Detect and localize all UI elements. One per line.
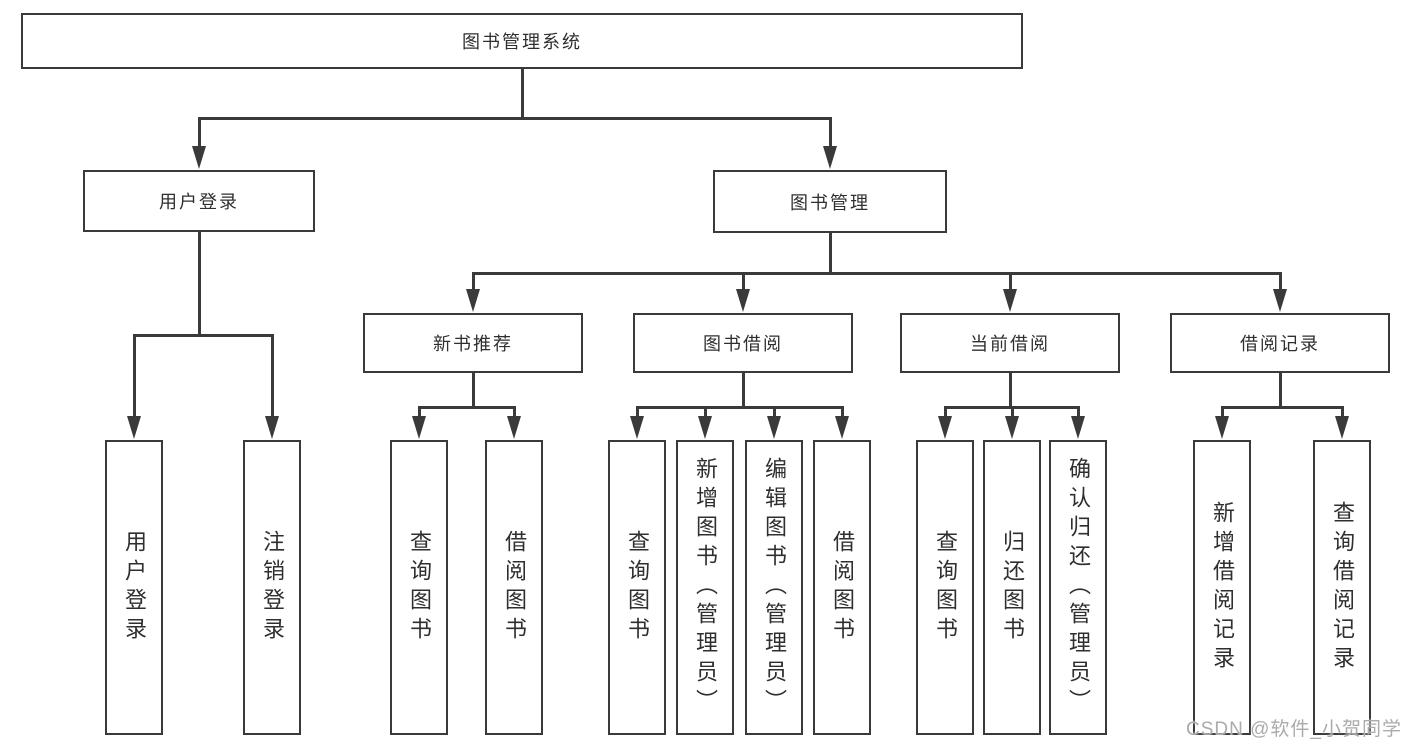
connector-leaf-drop bbox=[944, 407, 947, 417]
node-book-management: 图书管理 bbox=[713, 170, 947, 233]
leaf-query-books-recommend: 查询图书 bbox=[390, 440, 448, 735]
node-user-login-label: 用户登录 bbox=[159, 192, 239, 212]
connector-leaf-drop bbox=[1221, 407, 1224, 417]
arrow-down-icon bbox=[736, 289, 750, 312]
connector-leaf-drop bbox=[418, 407, 421, 417]
node-user-login: 用户登录 bbox=[83, 170, 315, 232]
node-borrow-records: 借阅记录 bbox=[1170, 313, 1390, 373]
node-book-management-label: 图书管理 bbox=[790, 192, 870, 213]
node-root: 图书管理系统 bbox=[21, 13, 1023, 69]
leaf-add-borrow-record: 新增借阅记录 bbox=[1193, 440, 1251, 735]
arrow-down-icon bbox=[1071, 416, 1085, 439]
arrow-down-icon bbox=[1003, 289, 1017, 312]
csdn-watermark: CSDN @软件_小贺同学 bbox=[1186, 719, 1402, 740]
connector-user-login-bar bbox=[133, 334, 274, 337]
leaf-borrow-books-recommend: 借阅图书 bbox=[485, 440, 543, 735]
connector-borrow-records-bar bbox=[1221, 406, 1344, 409]
leaf-query-books-borrow: 查询图书 bbox=[608, 440, 666, 735]
connector-level3-drop bbox=[742, 273, 745, 290]
leaf-query-books-current: 查询图书 bbox=[916, 440, 974, 735]
leaf-borrow-book: 借阅图书 bbox=[813, 440, 871, 735]
node-book-borrow-label: 图书借阅 bbox=[703, 334, 783, 354]
leaf-add-book-admin: 新增图书（管理员） bbox=[676, 440, 734, 735]
node-current-borrow-label: 当前借阅 bbox=[970, 334, 1050, 354]
connector-leaf-drop bbox=[1341, 407, 1344, 417]
leaf-query-books-borrow-label: 查询图书 bbox=[625, 529, 650, 646]
arrow-down-icon bbox=[265, 416, 279, 439]
connector-leaf-drop bbox=[133, 335, 136, 417]
leaf-query-books-current-label: 查询图书 bbox=[933, 529, 958, 646]
arrow-down-icon bbox=[630, 416, 644, 439]
leaf-logout-login-label: 注销登录 bbox=[260, 529, 285, 646]
connector-leaf-drop bbox=[1077, 407, 1080, 417]
arrow-down-icon bbox=[698, 416, 712, 439]
connector-user-login-stem bbox=[198, 232, 201, 335]
connector-new-books-bar bbox=[418, 406, 516, 409]
connector-leaf-drop bbox=[773, 407, 776, 417]
arrow-down-icon bbox=[1215, 416, 1229, 439]
connector-level2-bar bbox=[198, 117, 832, 120]
leaf-edit-book-admin: 编辑图书（管理员） bbox=[745, 440, 803, 735]
leaf-return-book: 归还图书 bbox=[983, 440, 1041, 735]
connector-level3-bar bbox=[472, 272, 1282, 275]
connector-user-login-drop bbox=[198, 118, 201, 148]
arrow-down-icon bbox=[823, 146, 837, 169]
leaf-borrow-books-recommend-label: 借阅图书 bbox=[502, 529, 527, 646]
connector-level3-drop bbox=[1279, 273, 1282, 290]
leaf-query-books-recommend-label: 查询图书 bbox=[407, 529, 432, 646]
node-root-label: 图书管理系统 bbox=[462, 32, 582, 52]
connector-leaf-drop bbox=[513, 407, 516, 417]
arrow-down-icon bbox=[767, 416, 781, 439]
leaf-user-login: 用户登录 bbox=[105, 440, 163, 735]
arrow-down-icon bbox=[1335, 416, 1349, 439]
connector-leaf-drop bbox=[1011, 407, 1014, 417]
connector-current-borrow-stem bbox=[1009, 373, 1012, 407]
leaf-query-borrow-record: 查询借阅记录 bbox=[1313, 440, 1371, 735]
connector-leaf-drop bbox=[271, 335, 274, 417]
leaf-add-book-admin-label: 新增图书（管理员） bbox=[693, 457, 718, 718]
connector-level3-drop bbox=[1009, 273, 1012, 290]
node-current-borrow: 当前借阅 bbox=[900, 313, 1120, 373]
arrow-down-icon bbox=[507, 416, 521, 439]
leaf-borrow-book-label: 借阅图书 bbox=[830, 529, 855, 646]
arrow-down-icon bbox=[192, 146, 206, 169]
connector-book-borrow-bar bbox=[636, 406, 844, 409]
connector-book-management-drop bbox=[829, 118, 832, 148]
connector-leaf-drop bbox=[704, 407, 707, 417]
arrow-down-icon bbox=[412, 416, 426, 439]
connector-book-borrow-stem bbox=[742, 373, 745, 407]
leaf-confirm-return-admin-label: 确认归还（管理员） bbox=[1066, 457, 1091, 718]
arrow-down-icon bbox=[835, 416, 849, 439]
leaf-query-borrow-record-label: 查询借阅记录 bbox=[1330, 500, 1355, 675]
connector-leaf-drop bbox=[636, 407, 639, 417]
leaf-logout-login: 注销登录 bbox=[243, 440, 301, 735]
node-new-books: 新书推荐 bbox=[363, 313, 583, 373]
node-book-borrow: 图书借阅 bbox=[633, 313, 853, 373]
connector-book-management-stem bbox=[829, 233, 832, 273]
arrow-down-icon bbox=[938, 416, 952, 439]
arrow-down-icon bbox=[1273, 289, 1287, 312]
arrow-down-icon bbox=[127, 416, 141, 439]
leaf-return-book-label: 归还图书 bbox=[1000, 529, 1025, 646]
arrow-down-icon bbox=[466, 289, 480, 312]
leaf-user-login-label: 用户登录 bbox=[122, 529, 147, 646]
arrow-down-icon bbox=[1005, 416, 1019, 439]
leaf-edit-book-admin-label: 编辑图书（管理员） bbox=[762, 457, 787, 718]
node-new-books-label: 新书推荐 bbox=[433, 334, 513, 354]
connector-borrow-records-stem bbox=[1279, 373, 1282, 407]
connector-root-stem bbox=[521, 69, 524, 118]
connector-level3-drop bbox=[472, 273, 475, 290]
leaf-confirm-return-admin: 确认归还（管理员） bbox=[1049, 440, 1107, 735]
node-borrow-records-label: 借阅记录 bbox=[1240, 334, 1320, 354]
leaf-add-borrow-record-label: 新增借阅记录 bbox=[1210, 500, 1235, 675]
connector-new-books-stem bbox=[472, 373, 475, 407]
connector-leaf-drop bbox=[841, 407, 844, 417]
